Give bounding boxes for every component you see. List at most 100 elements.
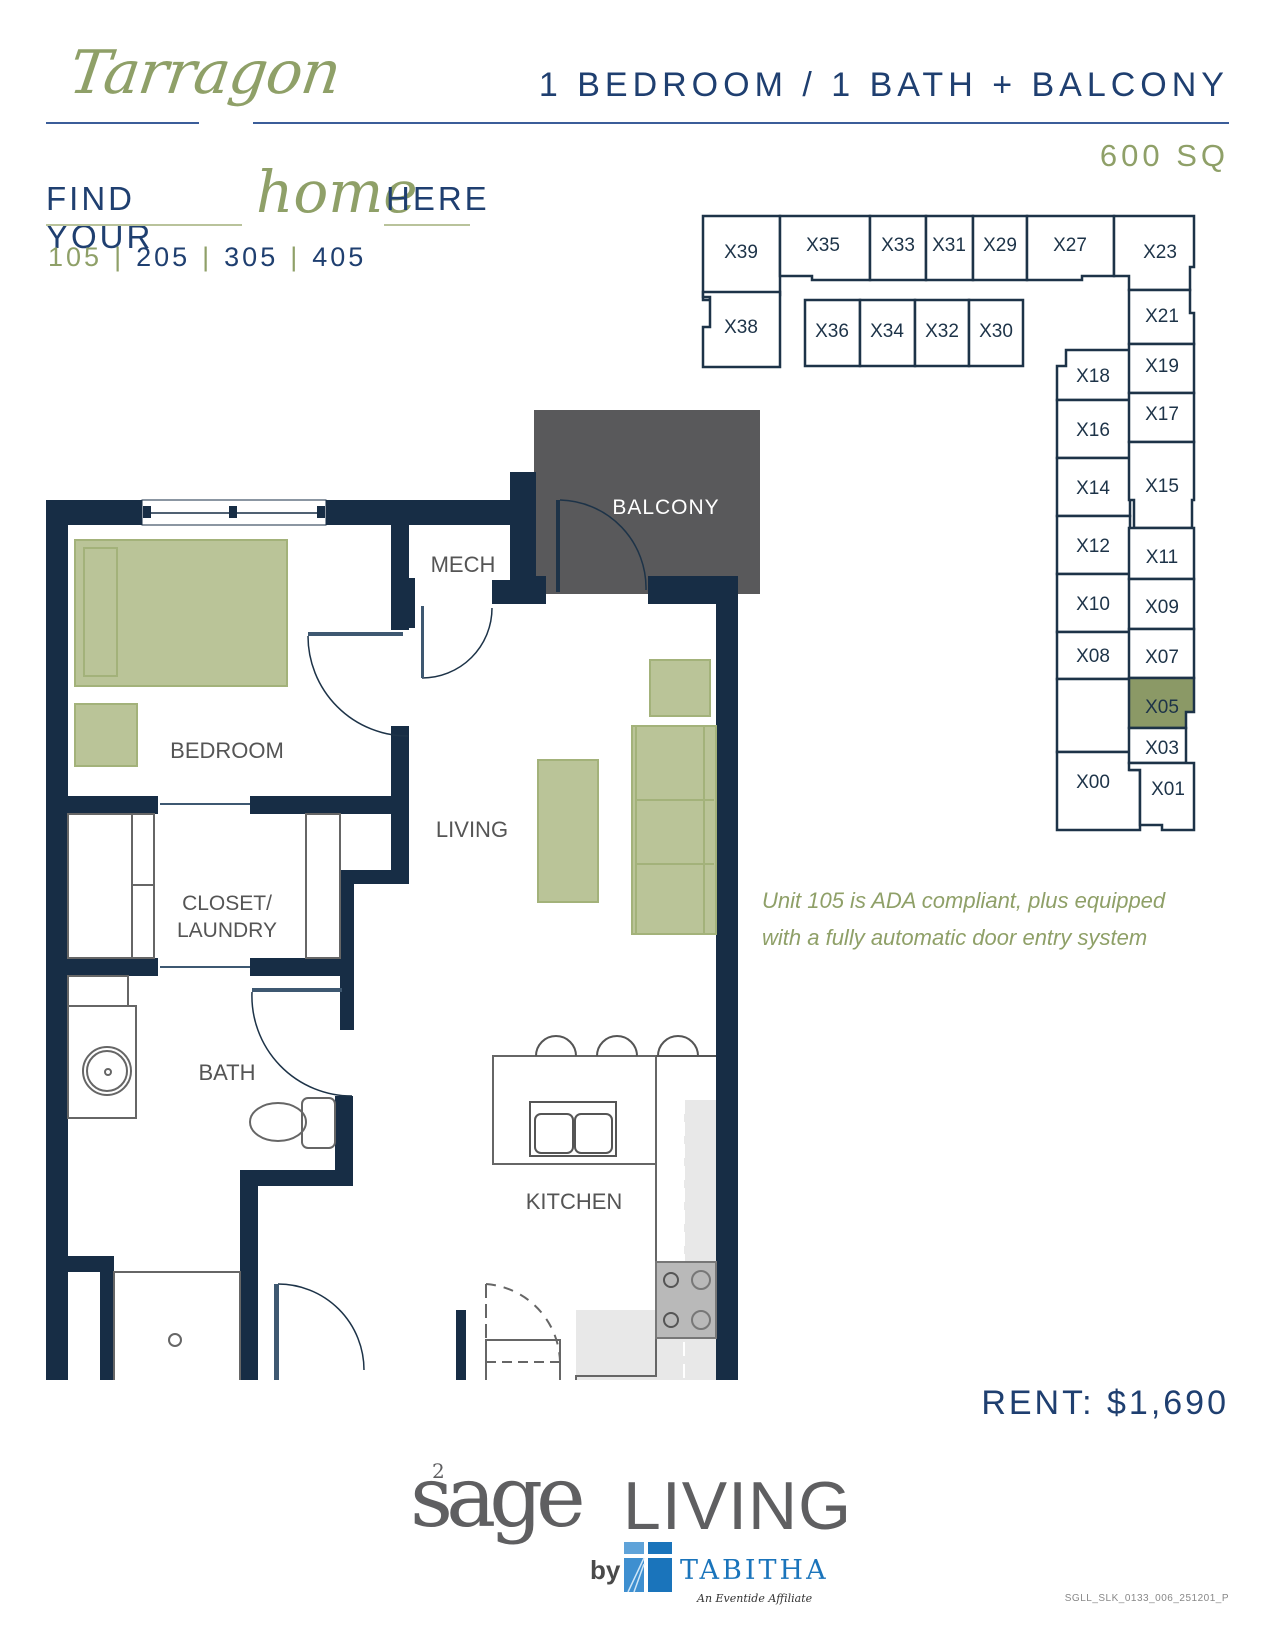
refrigerator xyxy=(485,1283,562,1380)
key-label: X12 xyxy=(1076,536,1110,557)
key-label: X11 xyxy=(1146,547,1178,568)
unit-numbers: 105|205|305|405 xyxy=(48,242,366,273)
bedroom-window xyxy=(141,499,327,526)
floor-plan: BALCONY xyxy=(46,410,760,1380)
key-unit-x36 xyxy=(803,298,862,368)
header-divider-right xyxy=(253,122,1229,124)
ada-note-line2: with a fully automatic door entry system xyxy=(762,925,1148,950)
balcony-area xyxy=(534,410,760,594)
key-plan: X39 X35 X33 X31 X29 X27 X23 X38 X36 X34 … xyxy=(701,214,1196,832)
logo-superscript: 2 xyxy=(432,1459,445,1483)
logo-tabitha: TABITHA xyxy=(680,1555,829,1586)
bath-door-swing xyxy=(251,991,353,1097)
key-unit-x32 xyxy=(913,298,971,368)
key-unit-x10 xyxy=(1055,572,1132,634)
key-unit-x29 xyxy=(971,214,1029,282)
logo-by: by xyxy=(590,1555,621,1585)
bath-door xyxy=(252,988,342,992)
tagline-home: home xyxy=(256,158,418,226)
key-label: X21 xyxy=(1145,306,1179,327)
range-stove xyxy=(655,1261,717,1339)
header-divider-left xyxy=(46,122,199,124)
key-unit-x01 xyxy=(1127,761,1196,832)
tabitha-cross-icon xyxy=(624,1542,672,1592)
square-footage: 600 SQ xyxy=(1099,138,1229,173)
kitchen-sink xyxy=(529,1101,617,1157)
room-label-mech: MECH xyxy=(431,552,496,577)
key-label: X31 xyxy=(932,235,966,256)
tagline-underline-right xyxy=(384,224,470,226)
unit-number: 205 xyxy=(136,242,191,272)
mech-door-swing xyxy=(421,607,493,679)
sofa xyxy=(631,725,717,935)
balcony-door-swing xyxy=(559,499,647,591)
unit-separator: | xyxy=(114,242,125,272)
key-label: X00 xyxy=(1076,772,1110,793)
key-label: X19 xyxy=(1145,356,1179,377)
key-label: X32 xyxy=(925,321,959,342)
key-label: X17 xyxy=(1145,404,1179,425)
entry-door xyxy=(274,1284,279,1380)
bedroom-door-swing xyxy=(307,635,409,737)
logo-affiliate: An Eventide Affiliate xyxy=(697,1592,813,1605)
unit-number: 105 xyxy=(48,242,103,272)
island-stools xyxy=(535,1035,716,1057)
key-label: X15 xyxy=(1145,476,1179,497)
mech-door xyxy=(421,606,424,678)
logo-living: LIVING xyxy=(623,1468,852,1544)
key-label: X30 xyxy=(979,321,1013,342)
key-unit-x31 xyxy=(924,214,975,282)
room-label-bedroom: BEDROOM xyxy=(170,738,284,763)
key-label: X18 xyxy=(1076,366,1110,387)
pillow xyxy=(83,547,118,677)
entry-door-swing xyxy=(277,1283,365,1371)
key-unit-x38 xyxy=(701,290,782,369)
coffee-table xyxy=(537,759,599,903)
side-table xyxy=(649,659,711,717)
key-label: X39 xyxy=(724,242,758,263)
key-label: X01 xyxy=(1151,779,1185,800)
balcony-door xyxy=(556,500,560,592)
key-label: X34 xyxy=(870,321,904,342)
tagline-here: HERE xyxy=(386,180,490,217)
walls xyxy=(46,472,738,1380)
ada-note-line1: Unit 105 is ADA compliant, plus equipped xyxy=(762,888,1166,913)
room-label-bath: BATH xyxy=(198,1060,255,1085)
bath-fixtures xyxy=(67,975,336,1380)
key-unit-x30 xyxy=(967,298,1025,368)
key-corridor xyxy=(1055,677,1132,754)
unit-type-heading: 1 BEDROOM / 1 BATH + BALCONY xyxy=(538,66,1229,104)
key-label: X08 xyxy=(1076,646,1110,667)
key-unit-x11 xyxy=(1127,526,1196,581)
closet-shelving xyxy=(67,813,341,959)
key-label: X07 xyxy=(1145,647,1179,668)
key-unit-x33 xyxy=(868,214,928,282)
logo-sage: sage xyxy=(410,1448,586,1546)
key-label: X35 xyxy=(806,235,840,256)
unit-separator: | xyxy=(202,242,213,272)
key-label: X36 xyxy=(815,321,849,342)
key-label: X10 xyxy=(1076,594,1110,615)
document-code: SGLL_SLK_0133_006_251201_P xyxy=(1064,1593,1229,1604)
room-label-balcony: BALCONY xyxy=(612,496,719,519)
key-label: X33 xyxy=(881,235,915,256)
bed xyxy=(74,539,288,687)
tagline-underline-left xyxy=(46,224,242,226)
key-label: X38 xyxy=(724,317,758,338)
ada-note: Unit 105 is ADA compliant, plus equipped… xyxy=(762,882,1242,956)
key-label: X29 xyxy=(983,235,1017,256)
key-unit-x17 xyxy=(1127,391,1196,444)
key-unit-x16 xyxy=(1055,398,1132,460)
bedroom-door xyxy=(308,632,403,636)
key-label: X27 xyxy=(1053,235,1087,256)
key-label: X03 xyxy=(1145,738,1179,759)
unit-separator: | xyxy=(290,242,301,272)
key-unit-x34 xyxy=(858,298,917,368)
rent-price: RENT: $1,690 xyxy=(981,1384,1229,1422)
nightstand xyxy=(74,703,138,767)
key-label: X23 xyxy=(1143,242,1177,263)
key-label: X14 xyxy=(1076,478,1110,499)
key-label-highlighted: X05 xyxy=(1145,697,1179,718)
room-label-closet-line2: LAUNDRY xyxy=(177,919,277,942)
room-label-closet-line1: CLOSET/ xyxy=(182,892,272,915)
